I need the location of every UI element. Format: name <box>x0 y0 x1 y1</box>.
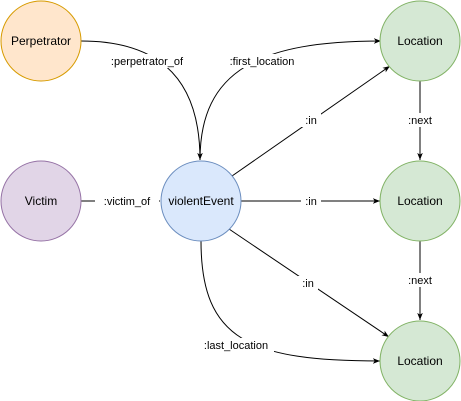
edge-label-in-bottom: :in <box>302 278 314 290</box>
edge-label-next-bottom: :next <box>408 275 432 287</box>
edge-next-bottom: :next <box>405 241 435 320</box>
node-location-top[interactable]: Location <box>379 0 461 82</box>
node-location-middle-label: Location <box>397 194 442 208</box>
node-location-bottom[interactable]: Location <box>379 320 461 401</box>
edge-label-perpetrator-of: :perpetrator_of <box>111 56 184 68</box>
node-location-bottom-circle <box>379 320 461 401</box>
node-violent-event-label: violentEvent <box>168 194 234 208</box>
node-location-middle-circle <box>379 160 461 242</box>
edge-label-next-top: :next <box>408 115 432 127</box>
edge-label-victim-of: :victim_of <box>104 196 151 208</box>
edge-in-bottom: :in <box>228 228 390 338</box>
node-violent-event[interactable]: violentEvent <box>160 160 242 242</box>
node-location-top-label: Location <box>397 34 442 48</box>
node-victim-label: Victim <box>25 194 57 208</box>
node-location-middle[interactable]: Location <box>379 160 461 242</box>
node-violent-event-circle <box>160 160 242 242</box>
edge-last-location-line <box>200 240 381 364</box>
node-victim[interactable]: Victim <box>0 160 82 242</box>
edge-first-location: :first_location <box>199 38 382 161</box>
node-perpetrator-circle <box>0 0 82 82</box>
edge-label-in-middle: :in <box>305 196 317 208</box>
edge-label-in-top: :in <box>305 115 317 127</box>
edge-label-first-location: :first_location <box>230 56 295 68</box>
edge-last-location: :last_location <box>198 240 381 364</box>
node-victim-circle <box>0 160 82 242</box>
edge-label-last-location: :last_location <box>204 340 268 352</box>
node-perpetrator-label: Perpetrator <box>11 34 71 48</box>
edge-victim-of: :victim_of <box>81 194 160 208</box>
edge-next-top: :next <box>405 81 435 160</box>
edge-in-top: :in <box>231 65 391 177</box>
node-location-bottom-label: Location <box>397 354 442 368</box>
edge-in-middle: :in <box>241 194 380 208</box>
edge-perpetrator-of: :perpetrator_of <box>80 40 203 161</box>
node-perpetrator[interactable]: Perpetrator <box>0 0 82 82</box>
node-location-top-circle <box>379 0 461 82</box>
